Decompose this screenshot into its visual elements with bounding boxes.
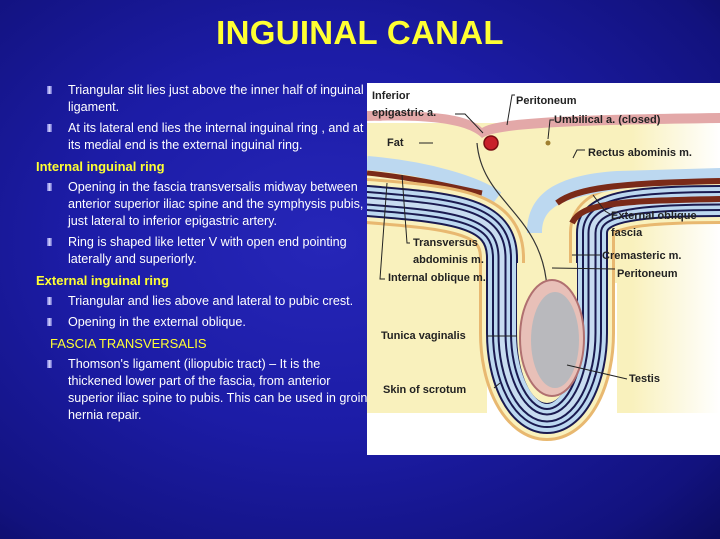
label-external-oblique: fascia (611, 227, 643, 239)
bullet-item: Opening in the fascia transversalis midw… (30, 179, 368, 230)
bullet-item: At its lateral end lies the internal ing… (30, 120, 368, 154)
bullet-icon (47, 124, 52, 132)
bullet-item: Thomson's ligament (iliopubic tract) – I… (30, 356, 373, 424)
bullet-item: Ring is shaped like letter V with open e… (30, 234, 368, 268)
slide-text: Triangular slit lies just above the inne… (30, 82, 370, 428)
label-testis: Testis (629, 373, 660, 385)
umbilical-artery (545, 140, 551, 146)
label-fat: Fat (387, 137, 404, 149)
label-transversus: Transversus (413, 237, 478, 249)
bullet-icon (47, 183, 52, 191)
peritoneum-band (367, 111, 720, 138)
section-heading: External inguinal ring (36, 273, 169, 288)
bullet-icon (47, 238, 52, 246)
label-transversus: abdominis m. (413, 254, 484, 266)
bullet-text: Opening in the fascia transversalis midw… (68, 180, 364, 228)
label-internal-oblique: Internal oblique m. (388, 272, 486, 284)
label-tunica-vaginalis: Tunica vaginalis (381, 330, 466, 342)
anatomy-illustration (367, 83, 720, 441)
bullet-icon (47, 86, 52, 94)
inguinal-canal-diagram: Inferior epigastric a. Peritoneum Umbili… (367, 83, 720, 455)
label-skin-of-scrotum: Skin of scrotum (383, 384, 467, 396)
label-inferior-epigastric: epigastric a. (372, 107, 437, 119)
label-peritoneum-cord: Peritoneum (617, 268, 678, 280)
bullet-item: Opening in the external oblique. (30, 314, 368, 331)
label-external-oblique: External oblique (611, 210, 697, 222)
inferior-epigastric-artery (483, 135, 499, 151)
bullet-text: Triangular and lies above and lateral to… (68, 294, 354, 308)
label-cremasteric: Cremasteric m. (602, 250, 682, 262)
bullet-icon (47, 360, 52, 368)
testis-shape (531, 292, 579, 388)
bullet-item: Triangular slit lies just above the inne… (30, 82, 368, 116)
leader-lines (379, 94, 628, 389)
scrotal-layers (367, 178, 720, 441)
bullet-icon (47, 318, 52, 326)
bullet-text: Thomson's ligament (iliopubic tract) – I… (68, 357, 368, 422)
bullet-item: Triangular and lies above and lateral to… (30, 293, 368, 310)
bullet-icon (47, 297, 52, 305)
bullet-text: Triangular slit lies just above the inne… (68, 83, 364, 114)
label-inferior-epigastric: Inferior (372, 90, 410, 102)
bullet-text: At its lateral end lies the internal ing… (68, 121, 364, 152)
bullet-text: Ring is shaped like letter V with open e… (68, 235, 347, 266)
bullet-text: Opening in the external oblique. (68, 315, 246, 329)
label-rectus: Rectus abominis m. (588, 147, 692, 159)
label-umbilical-artery: Umbilical a. (closed) (554, 114, 661, 126)
processus-line (476, 142, 548, 289)
slide-title: INGUINAL CANAL (216, 14, 504, 51)
section-heading: Internal inguinal ring (36, 159, 165, 174)
label-peritoneum: Peritoneum (516, 95, 577, 107)
section-heading: FASCIA TRANSVERSALIS (50, 336, 207, 351)
